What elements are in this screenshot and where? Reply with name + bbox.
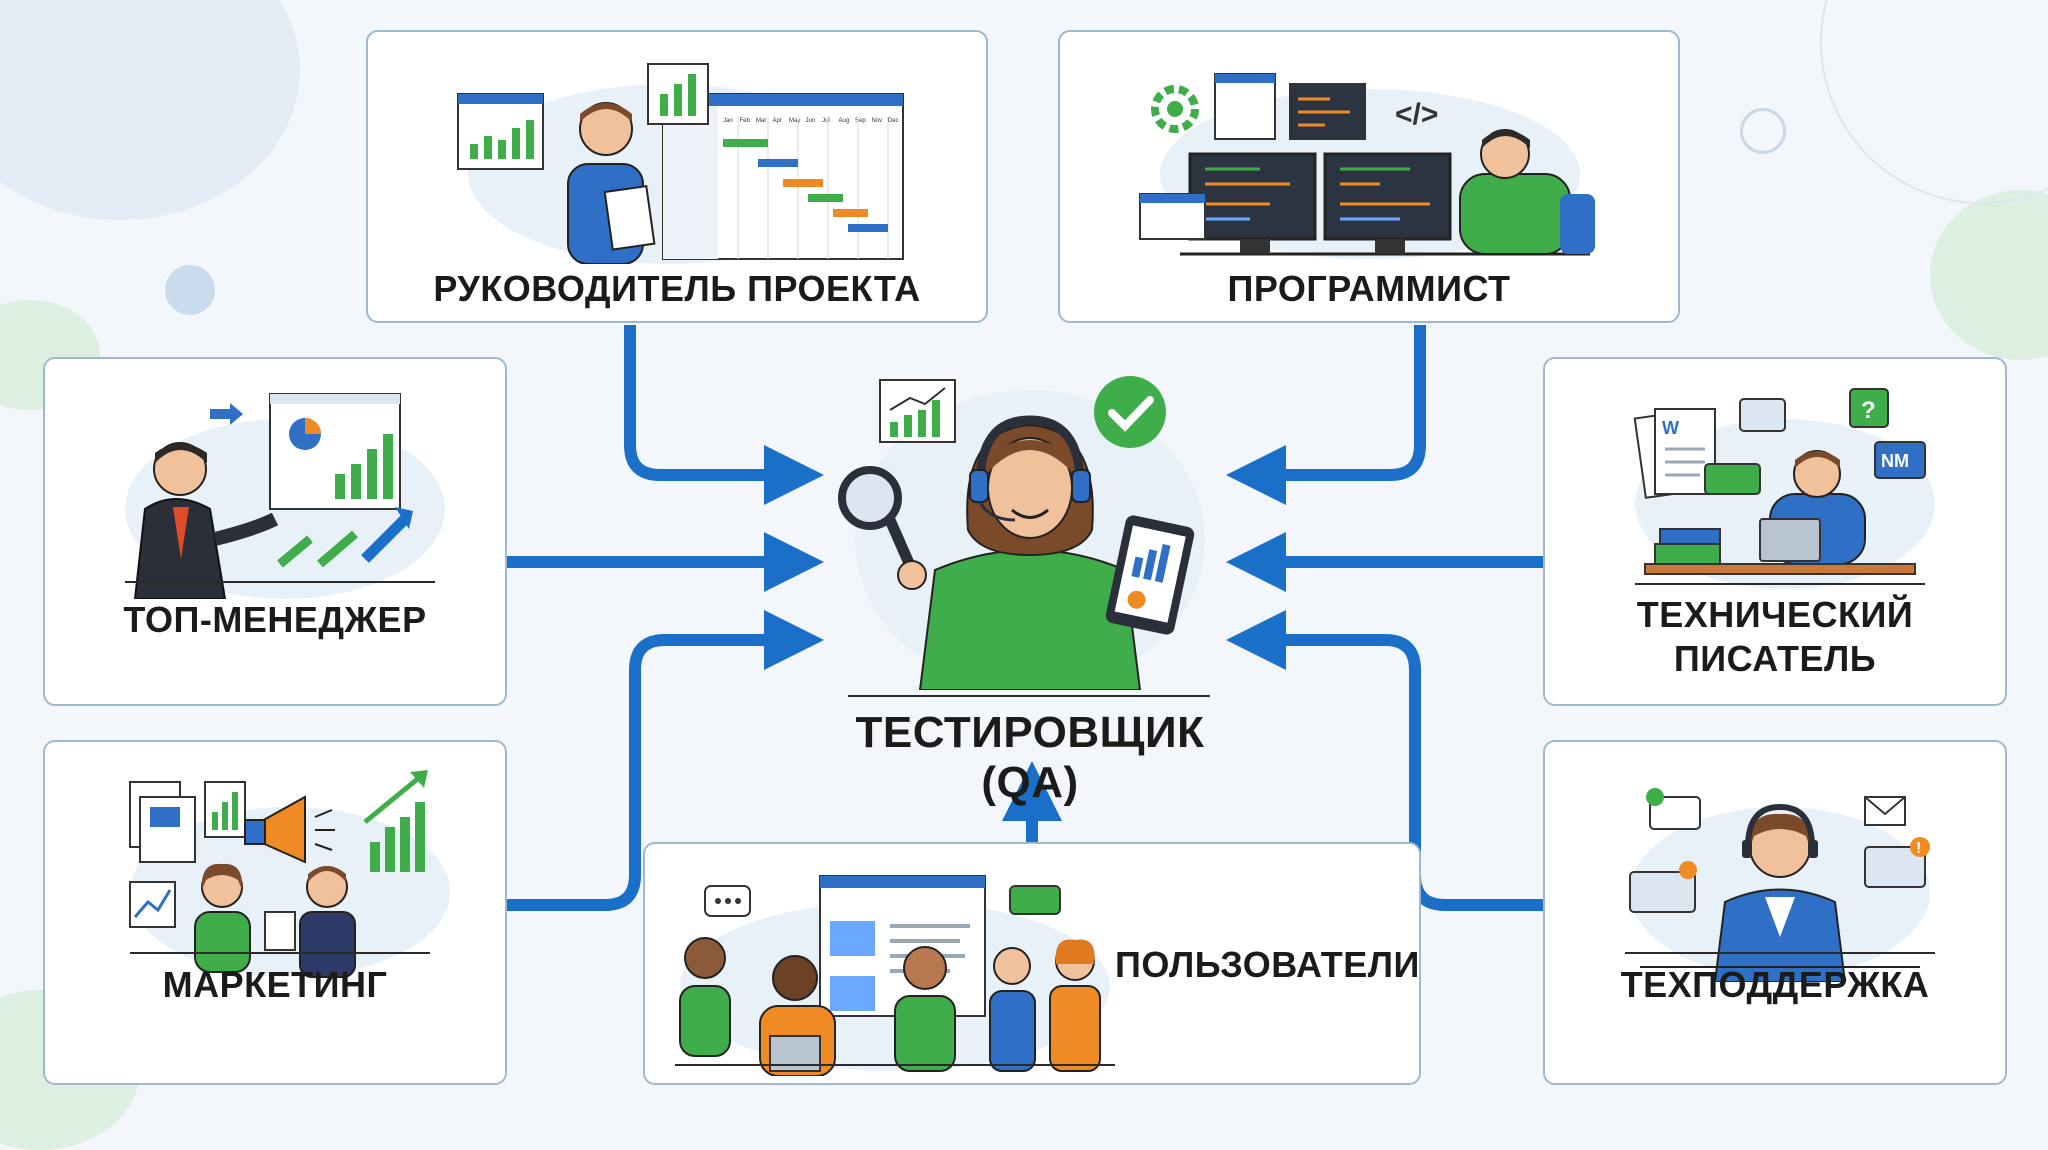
label-underline (848, 695, 1210, 697)
technical-writer-illustration: W ? NM (1633, 388, 1935, 589)
gantt-month-label: Aug (839, 118, 850, 124)
gantt-month-label: Mar (756, 118, 766, 124)
alert-icon: ! (1916, 840, 1921, 857)
label-underline (675, 1064, 1115, 1066)
code-tag-icon: </> (1395, 98, 1438, 131)
qa-tester-label: ТЕСТИРОВЩИК (QA) (855, 708, 1205, 807)
programmer-illustration: </> (1139, 73, 1595, 259)
gantt-month-label: May (789, 118, 800, 124)
gantt-month-label: Dec (888, 118, 899, 124)
role-label-users: ПОЛЬЗОВАТЕЛИ (1115, 944, 1420, 985)
card-users: ПОЛЬЗОВАТЕЛИ (643, 842, 1421, 1085)
label-underline (1635, 583, 1925, 585)
card-project-manager: Jan Feb Mar Apr May Jun Jul Aug Sep Nov Dec РУКОВО… (366, 30, 988, 323)
users-illustration (679, 875, 1110, 1076)
background-blob (165, 265, 215, 315)
gantt-month-label: Sep (855, 118, 866, 124)
word-icon: W (1662, 418, 1679, 438)
label-underline (130, 952, 430, 954)
gantt-month-label: Feb (740, 118, 751, 124)
card-top-manager: ТОП-МЕНЕДЖЕР (43, 357, 507, 706)
role-label-technical-writer-line1: ТЕХНИЧЕСКИЙ (1636, 594, 1914, 635)
card-technical-writer: W ? NM ТЕХНИЧЕСКИЙ ПИСАТЕЛЬ (1543, 357, 2007, 706)
center-qa-tester: ТЕСТИРОВЩИК (QA) (820, 370, 1240, 807)
gantt-month-label: Jan (723, 118, 733, 124)
gantt-month-label: Nov (872, 118, 883, 124)
connector-arrows (507, 325, 1543, 911)
card-marketing: МАРКЕТИНГ (43, 740, 507, 1085)
role-label-technical-writer-line2: ПИСАТЕЛЬ (1673, 638, 1877, 679)
role-label-support: ТЕХПОДДЕРЖКА (1620, 964, 1930, 1005)
role-label-programmer: ПРОГРАММИСТ (1227, 268, 1511, 309)
role-label-top-manager: ТОП-МЕНЕДЖЕР (123, 599, 427, 640)
arrow-support (1226, 610, 1543, 911)
nm-icon: NM (1881, 451, 1909, 471)
marketing-illustration (129, 770, 450, 978)
support-illustration: ! (1629, 788, 1930, 982)
gantt-month-label: Jul (822, 118, 830, 124)
arrow-marketing (507, 610, 824, 911)
arrow-project-manager (624, 325, 824, 505)
background-blob (1740, 108, 1786, 154)
top-manager-illustration (125, 393, 445, 599)
role-label-marketing: МАРКЕТИНГ (162, 964, 388, 1005)
card-support: ! ТЕХПОДДЕРЖКА (1543, 740, 2007, 1085)
gantt-month-label: Jun (806, 118, 816, 124)
card-programmer: </> ПРОГРАММИСТ (1058, 30, 1680, 323)
gantt-month-label: Apr (773, 118, 782, 124)
label-underline (1625, 952, 1935, 954)
qa-tester-illustration (838, 376, 1205, 690)
question-icon: ? (1861, 397, 1876, 424)
label-underline (125, 581, 435, 583)
arrow-programmer (1226, 325, 1426, 505)
project-manager-illustration: Jan Feb Mar Apr May Jun Jul Aug Sep Nov Dec (457, 63, 904, 264)
role-label-project-manager: РУКОВОДИТЕЛЬ ПРОЕКТА (433, 268, 921, 309)
